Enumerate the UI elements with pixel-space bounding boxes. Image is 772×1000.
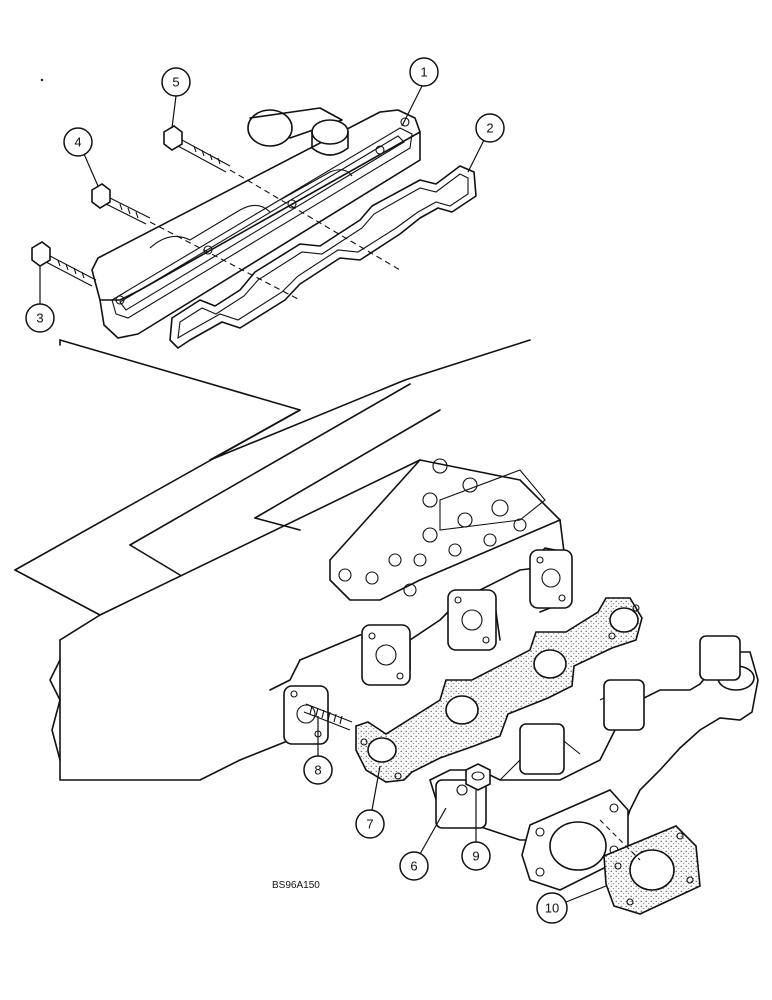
callout-10-label: 10: [545, 901, 559, 916]
rocker-cover: [91, 107, 421, 339]
callout-6-label: 6: [410, 859, 417, 874]
callout-7-label: 7: [366, 817, 373, 832]
callout-10: 10: [536, 885, 607, 924]
callout-9: 9: [461, 790, 491, 871]
callout-8: 8: [303, 716, 333, 785]
callout-2-label: 2: [486, 121, 493, 136]
figure-ref-code: BS96A150: [272, 880, 320, 891]
rocker-cover-gasket: [169, 165, 477, 349]
callout-5: 5: [161, 67, 191, 129]
alignment-lines: [149, 169, 401, 301]
callout-4: 4: [63, 127, 99, 187]
callout-8-label: 8: [314, 763, 321, 778]
callout-1: 1: [401, 57, 439, 127]
bolt-3: [31, 241, 97, 287]
cylinder-head-outline: [14, 339, 573, 781]
callout-6: 6: [399, 807, 447, 881]
stud-8: [303, 703, 353, 731]
callout-2: 2: [467, 113, 505, 173]
bolt-5: [163, 125, 231, 173]
bolt-4: [91, 183, 151, 225]
callout-5-label: 5: [172, 75, 179, 90]
outlet-gasket-10: [599, 819, 701, 915]
exhaust-manifold-gasket: [355, 597, 643, 783]
callout-7: 7: [355, 765, 385, 839]
callout-4-label: 4: [74, 135, 81, 150]
speck-mark: [40, 78, 44, 82]
callout-3: 3: [25, 266, 55, 333]
callout-3-label: 3: [36, 311, 43, 326]
callout-9-label: 9: [472, 849, 479, 864]
exhaust-manifold: [429, 635, 759, 891]
nut-9: [465, 763, 491, 791]
callout-1-label: 1: [420, 65, 427, 80]
